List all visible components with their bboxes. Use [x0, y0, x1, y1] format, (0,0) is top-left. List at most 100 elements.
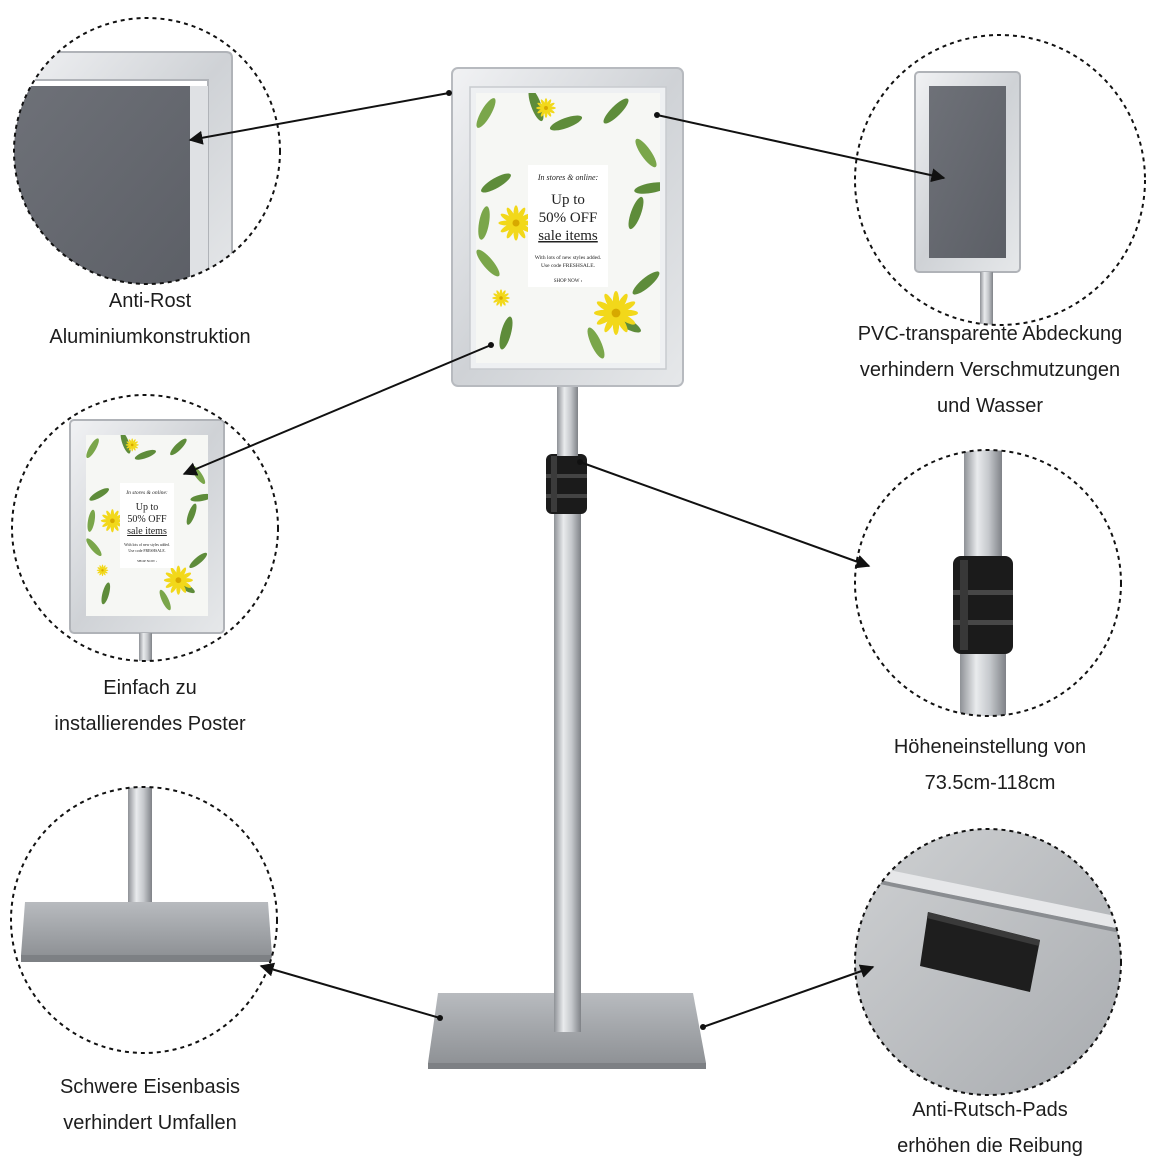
caption-pads-line2: erhöhen die Reibung: [897, 1135, 1083, 1157]
poster-flower-center: [544, 106, 548, 110]
poster-fine2: Use code FRESHSALE.: [541, 263, 596, 269]
caption-aluminium: Anti-Rost Aluminiumkonstruktion: [10, 283, 290, 355]
caption-base-line1: Schwere Eisenbasis: [59, 1076, 241, 1098]
poster-flower-petal: [126, 441, 133, 446]
poster-leaf: [549, 115, 583, 131]
poster-flower-petal: [515, 207, 526, 224]
poster-leaf: [101, 582, 111, 605]
upper-pole: [557, 380, 578, 456]
poster-leaf: [159, 589, 171, 611]
poster-flower-petal: [112, 520, 123, 527]
caption-pvc-line3: und Wasser: [937, 395, 1043, 417]
caption-poster: Einfach zu installierendes Poster: [10, 670, 290, 742]
poster-leaf: [190, 493, 208, 502]
mini-poster-line1: Up to: [136, 502, 159, 513]
poster-flower-petal: [99, 565, 103, 571]
pointer-arrows: [182, 90, 946, 1030]
poster-flower-petal: [540, 107, 547, 117]
poster-flower-petal: [102, 565, 106, 571]
mini-poster-cta: SHOP NOW ›: [137, 559, 157, 563]
poster-flower-petal: [102, 514, 113, 522]
caption-height-line1: Höheneinstellung von: [893, 736, 1087, 758]
poster-line2: 50% OFF: [539, 210, 598, 226]
poster-leaf: [86, 438, 99, 459]
poster-leaf: [186, 503, 197, 525]
caption-poster-line2: installierendes Poster: [54, 713, 246, 735]
poster-flower-petal: [604, 312, 617, 333]
main-stand: In stores & online: Up to 50% OFF sale i…: [428, 67, 706, 1069]
poster-flower-petal: [128, 444, 133, 451]
caption-aluminium-line2: Aluminiumkonstruktion: [49, 326, 251, 348]
poster-flower-petal: [604, 293, 617, 314]
poster-leaf: [481, 173, 511, 193]
poster-flower-center: [110, 518, 115, 524]
poster-flower-petal: [170, 567, 179, 581]
poster-flower-petal: [540, 99, 547, 109]
poster-leaf: [478, 206, 490, 240]
mini-poster-kicker: In stores & online:: [125, 490, 168, 496]
poster-flower-petal: [545, 99, 552, 109]
caption-height-line2: 73.5cm-118cm: [924, 772, 1056, 794]
poster-leaf: [476, 249, 500, 277]
caption-pads: Anti-Rutsch-Pads erhöhen die Reibung: [845, 1092, 1135, 1164]
poster: In stores & online: Up to 50% OFF sale i…: [476, 93, 660, 363]
detail-poster: In stores & online: Up to 50% OFF sale i…: [11, 394, 279, 662]
poster-flower-petal: [99, 570, 103, 576]
caption-height: Höheneinstellung von 73.5cm-118cm: [845, 729, 1135, 801]
lower-pole: [554, 505, 581, 1032]
detail-aluminium-frame: [13, 17, 281, 285]
poster-flower-petal: [596, 301, 617, 314]
poster-flower-petal: [506, 222, 517, 239]
poster-flower-petal: [106, 520, 113, 531]
poster-leaf: [635, 138, 657, 168]
poster-cta: SHOP NOW ›: [554, 279, 583, 284]
poster-flower-petal: [106, 510, 113, 521]
poster-flower-petal: [615, 293, 628, 314]
poster-leaf: [632, 271, 660, 295]
poster-leaf: [120, 435, 131, 454]
poster-flower-petal: [132, 444, 138, 449]
poster-flower-center: [101, 569, 104, 572]
poster-flower-center: [499, 296, 503, 300]
mini-poster-line3: sale items: [127, 526, 167, 537]
caption-base-line2: verhindert Umfallen: [63, 1112, 237, 1134]
caption-pvc: PVC-transparente Abdeckung verhindern Ve…: [835, 316, 1145, 424]
poster-flower-petal: [112, 510, 119, 521]
poster-flower-center: [512, 219, 520, 227]
poster-flower-petal: [493, 293, 502, 299]
poster-flower-petal: [132, 439, 136, 445]
poster-flower-petal: [170, 580, 179, 593]
poster-flower-center: [175, 577, 182, 584]
poster-fine1: With lots of new styles added.: [535, 254, 602, 261]
poster-line3: sale items: [538, 228, 598, 244]
poster-leaf: [87, 509, 96, 532]
detail-pvc-cover: [854, 34, 1146, 326]
poster-leaf: [170, 438, 187, 456]
poster-leaf: [603, 98, 629, 124]
detail-heavy-base: [10, 786, 278, 1054]
caption-pvc-line2: verhindern Verschmutzungen: [859, 359, 1121, 381]
poster-flower-petal: [97, 567, 103, 571]
poster-leaf: [134, 449, 157, 460]
caption-base: Schwere Eisenbasis verhindert Umfallen: [10, 1069, 290, 1141]
poster-flower-center: [130, 443, 134, 447]
poster-flower-petal: [177, 567, 187, 581]
height-clamp: [546, 454, 587, 514]
caption-poster-line1: Einfach zu: [103, 677, 197, 699]
poster-flower-petal: [515, 222, 532, 233]
poster-flower-petal: [545, 107, 555, 114]
detail-height-clamp: [854, 449, 1122, 717]
poster-leaf: [86, 538, 102, 557]
poster-leaf: [89, 488, 110, 501]
caption-pads-line1: Anti-Rutsch-Pads: [912, 1099, 1068, 1121]
poster-flower-petal: [102, 570, 108, 574]
poster-kicker: In stores & online:: [537, 173, 599, 182]
poster-flower-petal: [500, 290, 506, 299]
poster-leaf: [499, 316, 513, 350]
poster-leaf: [628, 196, 644, 230]
caption-aluminium-line1: Anti-Rost: [108, 290, 192, 312]
poster-flower-petal: [537, 102, 547, 109]
poster-flower-petal: [506, 207, 517, 224]
poster-flower-petal: [500, 297, 509, 303]
